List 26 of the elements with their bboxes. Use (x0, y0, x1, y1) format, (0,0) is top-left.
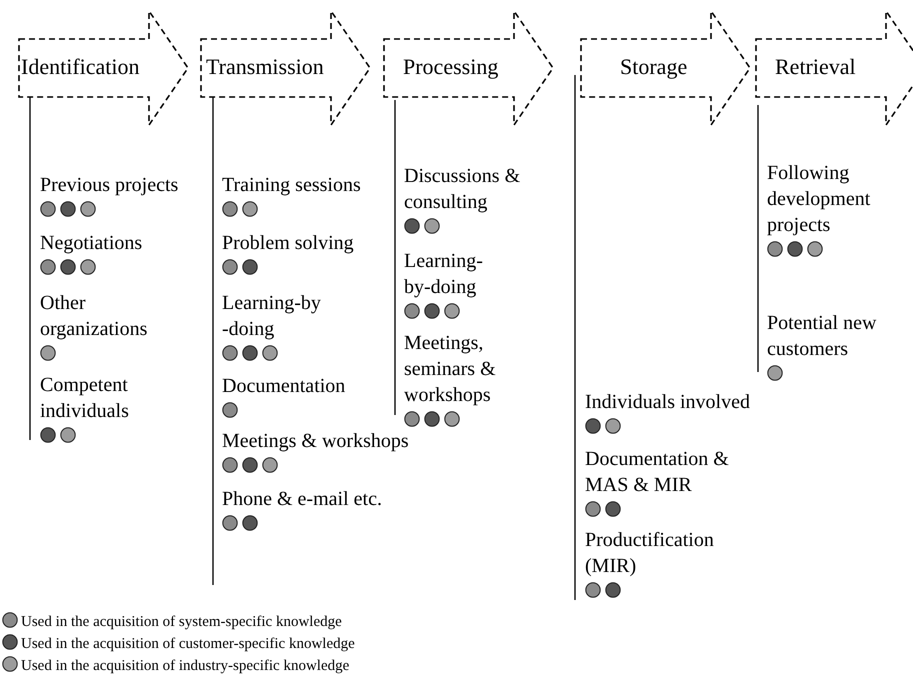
activity-text: Discussions & consulting (404, 164, 522, 215)
activity-text: Meetings & workshops (222, 429, 410, 454)
activity-text: Learning-by -doing (222, 291, 322, 342)
activity-text: Individuals involved (585, 390, 751, 415)
activity-text: Training sessions (222, 173, 362, 198)
activity-text: Other organizations (40, 291, 148, 342)
activity-text: Competent individuals (40, 373, 130, 424)
legend-text: Used in the acquisition of customer-specific knowledge (21, 636, 355, 652)
legend-text: Used in the acquisition of industry-specific knowledge (21, 658, 350, 674)
activity-text: Learning- by-doing (404, 249, 484, 300)
activity-text: Productification (MIR) (585, 528, 715, 579)
activity-text: Problem solving (222, 231, 355, 256)
activity-text: Documentation (222, 374, 346, 399)
stage-title: Retrieval (775, 53, 856, 81)
activity-text: Meetings, seminars & workshops (404, 331, 497, 408)
activity-text: Following development projects (767, 161, 872, 238)
activity-text: Negotiations (40, 231, 144, 256)
legend-text: Used in the acquisition of system-specific knowledge (21, 614, 342, 630)
stage-title: Transmission (206, 53, 324, 81)
stage-title: Identification (21, 53, 140, 81)
activity-text: Phone & e-mail etc. (222, 487, 383, 512)
activity-text: Potential new customers (767, 311, 878, 362)
stage-title: Processing (403, 53, 498, 81)
activity-text: Documentation & MAS & MIR (585, 447, 730, 498)
stage-title: Storage (620, 53, 688, 81)
activity-text: Previous projects (40, 173, 180, 198)
